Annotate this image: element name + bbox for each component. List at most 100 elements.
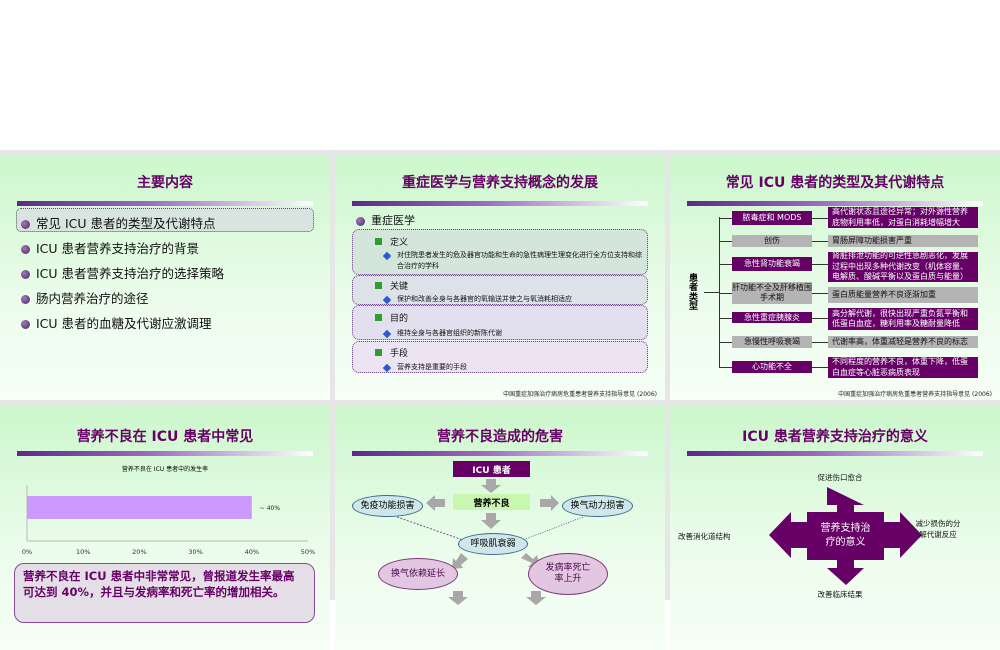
arrow-down-icon [526,591,546,605]
title-divider [17,451,313,456]
connector [719,342,732,343]
bullet-icon [356,216,365,226]
connector [719,264,732,265]
arrow-down-icon [481,479,501,493]
node-icu-patient: ICU 患者 [453,461,530,477]
agenda-item-text: ICU 患者营养支持治疗的背景 [36,241,200,256]
agenda-item-text: 肠内营养治疗的途径 [36,291,149,306]
connector [812,342,828,343]
x-tick-label: 40% [245,548,259,555]
bullet-icon [21,320,30,329]
summary-note: 营养不良在 ICU 患者中非常常见，曾报道发生率最高可达到 40%，并且与发病率… [14,563,315,623]
dashed-connector [396,516,464,541]
patient-type: 急慢性呼吸衰竭 [732,336,812,348]
patient-type: 脓毒症和 MODS [732,211,812,225]
metabolic-feature: 高代谢状态且途径异常；对外源性营养底物利用率低，对蛋白消耗增幅增大 [828,207,978,228]
x-tick-label: 50% [301,548,315,555]
connector [812,293,828,294]
diamond-bullet-icon [382,251,392,261]
bracket-line [719,217,720,368]
group-text: 维持全身与各器官组织的新陈代谢 [397,329,502,337]
title-divider [352,451,648,456]
title-divider [352,201,648,206]
title-divider [687,201,983,206]
patient-type: 急性肾功能衰竭 [732,257,812,271]
group-heading: 手段 [390,349,409,359]
dashed-connector [522,516,584,541]
metabolic-feature: 高分解代谢，很快出现严重负氮平衡和低蛋白血症，糖利用率及糖耐量降低 [828,308,978,330]
arrow-left-icon [426,495,445,511]
x-tick-label: 10% [76,548,90,555]
patient-type: 心功能不全 [732,361,812,373]
title-divider [17,201,313,206]
main-bullet-text: 重症医学 [371,214,415,227]
node-ventilation-damage: 换气动力损害 [562,495,633,517]
metabolic-feature: 蛋白质能量营养不良逐渐加重 [828,287,978,303]
x-tick-label: 30% [188,548,202,555]
slide-sorter: 主要内容 常见 ICU 患者的类型及代谢特点 ICU 患者营养支持治疗的背景 I… [0,150,1000,650]
connector [704,292,719,293]
slide-1-thumbnail[interactable]: 主要内容 常见 ICU 患者的类型及代谢特点 ICU 患者营养支持治疗的背景 I… [0,155,330,400]
patient-type: 急性重症胰腺炎 [732,312,812,323]
highlight-box [16,208,314,232]
bullet-icon [21,245,30,254]
group-text: 营养支持是重要的手段 [397,363,467,371]
connector [812,218,828,219]
connector [812,317,828,319]
slide-2-thumbnail[interactable]: 重症医学与营养支持概念的发展 重症医学 定义 对住院患者发生的危及器官功能和生命… [335,155,665,400]
metabolic-feature: 胃肠屏障功能损害严重 [828,235,978,247]
group-means: 手段 营养支持是重要的手段 [352,341,648,373]
group-key: 关键 保护和改善全身与各器官的氧输送并使之与氧消耗相适应 [352,275,648,305]
node-respiratory-muscle: 呼吸肌衰弱 [458,533,528,555]
group-heading: 定义 [390,238,409,248]
slide-4-thumbnail[interactable]: 营养不良在 ICU 患者中常见 营养不良在 ICU 患者中的发生率 ~ 40%0… [0,405,330,650]
patient-type: 创伤 [732,235,812,247]
slide-5-thumbnail[interactable]: 营养不良造成的危害 ICU 患者 营养不良 免疫功能损害 换气动力损害 呼吸肌衰… [335,405,665,650]
group-text: 保护和改善全身与各器官的氧输送并使之与氧消耗相适应 [397,295,572,303]
agenda-item-text: ICU 患者的血糖及代谢应激调理 [36,316,212,331]
group-heading: 关键 [390,282,409,292]
arrow-down-icon [481,513,501,529]
node-ventilator-dependence: 换气依赖延长 [378,558,458,590]
connector [719,218,732,219]
node-malnutrition: 营养不良 [453,494,530,510]
node-morbidity-mortality: 发病率死亡率上升 [528,553,608,595]
group-text: 对住院患者发生的危及器官功能和生命的急性病理生理变化进行全方位支持和综合治疗的学… [397,251,642,270]
four-way-arrow-icon [769,487,922,585]
slide-title: 常见 ICU 患者的类型及其代谢特点 [725,175,945,191]
category-label: 患者类型 [689,274,699,313]
node-immune-damage: 免疫功能损害 [352,495,423,517]
slide-title: ICU 患者营养支持治疗的意义 [742,429,928,445]
agenda-item: ICU 患者的血糖及代谢应激调理 [21,313,212,332]
patient-type: 肝功能不全及肝移植围手术期 [732,282,812,304]
connector [719,317,732,319]
footnote: 中国重症加强治疗病房危重患者营养支持指导意见 (2006) [838,391,992,398]
slide-3-thumbnail[interactable]: 常见 ICU 患者的类型及其代谢特点 患者类型 脓毒症和 MODS 高代谢状态且途… [670,155,1000,400]
bullet-icon [21,270,30,279]
agenda-item: ICU 患者营养支持治疗的背景 [21,238,199,257]
title-divider [687,451,983,456]
square-bullet-icon [375,282,382,289]
arrow-right-icon [540,495,559,511]
diamond-bullet-icon [382,295,392,305]
metabolic-feature: 肾脏排泄功能的可逆性急剧恶化，发展过程中出现多种代谢改变（机体容量、电解质、酸碱… [828,251,978,282]
agenda-item: ICU 患者营养支持治疗的选择策略 [21,263,224,282]
connector [719,367,732,368]
arrow-down-left-icon [452,553,468,569]
bullet-icon [21,220,30,229]
square-bullet-icon [375,314,382,321]
connector [812,367,828,368]
metabolic-feature: 不同程度的营养不良，体重下降，低蛋白血症等心脏恶病质表现 [828,357,978,378]
connector [812,241,828,242]
diamond-bullet-icon [382,329,392,339]
agenda-item: 常见 ICU 患者的类型及代谢特点 [21,213,216,232]
main-bullet: 重症医学 [356,212,415,228]
slide-title: 主要内容 [137,175,193,191]
square-bullet-icon [375,238,382,245]
slide-title: 营养不良造成的危害 [437,429,563,445]
agenda-item-text: ICU 患者营养支持治疗的选择策略 [36,266,225,281]
slide-6-thumbnail[interactable]: ICU 患者营养支持治疗的意义 营养支持治疗的意义 促进伤口愈合 改善消化道结构… [670,405,1000,650]
label-up: 促进伤口愈合 [817,473,863,482]
data-label: ~ 40% [260,505,281,512]
slide-title: 重症医学与营养支持概念的发展 [402,175,598,191]
